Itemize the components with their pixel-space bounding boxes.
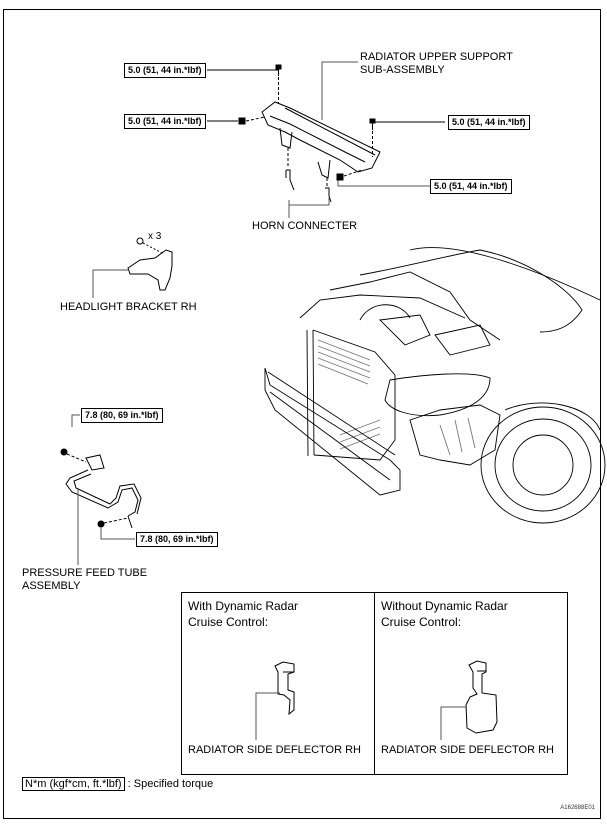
headlight-bracket-label: HEADLIGHT BRACKET RH: [60, 301, 197, 313]
dashed-line: [343, 169, 363, 177]
torque-callout: 7.8 (80, 69 in.*lbf): [136, 532, 218, 547]
leader-line: [92, 269, 128, 298]
diagram-frame: [3, 9, 601, 819]
radiator-upper-support-label: RADIATOR UPPER SUPPORT SUB-ASSEMBLY: [360, 51, 513, 77]
torque-callout: 5.0 (51, 44 in.*lbf): [430, 179, 512, 194]
variant-with-radar: With Dynamic Radar Cruise Control: RADIA…: [181, 592, 375, 775]
variant-title: With Dynamic Radar Cruise Control:: [188, 598, 298, 630]
bolt-icon: [238, 117, 246, 125]
label-line: PRESSURE FEED TUBE: [22, 567, 148, 579]
leader-line: [321, 61, 358, 120]
bolt-icon: [275, 64, 282, 76]
legend-unit: N*m (kgf*cm, ft.*lbf): [22, 777, 125, 791]
torque-callout: 5.0 (51, 44 in.*lbf): [124, 63, 206, 78]
bolt-icon: [60, 448, 68, 456]
headlight-bracket-drawing: [127, 237, 173, 291]
torque-callout: 5.0 (51, 44 in.*lbf): [124, 114, 206, 129]
leader-line: [255, 692, 280, 740]
deflector-with-radar-drawing: [274, 661, 295, 716]
pressure-feed-tube-drawing: [65, 454, 142, 529]
dashed-line: [66, 453, 87, 463]
deflector-without-radar-drawing: [465, 660, 498, 734]
torque-legend: N*m (kgf*cm, ft.*lbf) : Specified torque: [22, 777, 213, 791]
legend-meaning: : Specified torque: [127, 778, 214, 790]
leader-line: [288, 198, 330, 206]
torque-callout: 7.8 (80, 69 in.*lbf): [81, 408, 163, 423]
horn-connecter-label: HORN CONNECTER: [252, 220, 358, 232]
bolt-icon: [97, 520, 105, 528]
label-line: SUB-ASSEMBLY: [360, 64, 445, 76]
bracket-quantity: x 3: [148, 231, 162, 242]
horn-connecter-drawing: [285, 148, 332, 203]
title-line: With Dynamic Radar: [188, 599, 299, 613]
pressure-feed-tube-label: PRESSURE FEED TUBE ASSEMBLY: [22, 567, 147, 593]
bolt-icon: [336, 173, 344, 181]
radiator-upper-support-drawing: [261, 101, 381, 179]
reference-code: A162688E01: [560, 805, 595, 811]
leader-line: [100, 527, 135, 540]
deflector-label: RADIATOR SIDE DEFLECTOR RH: [381, 744, 554, 756]
variant-title: Without Dynamic Radar Cruise Control:: [381, 598, 508, 630]
vehicle-front-drawing: [264, 247, 606, 524]
title-line: Without Dynamic Radar: [381, 599, 508, 613]
label-line: ASSEMBLY: [22, 580, 81, 592]
dashed-line: [103, 517, 129, 524]
dashed-line: [245, 116, 266, 122]
leader-line: [440, 706, 466, 740]
bolt-icon: [369, 118, 376, 130]
leader-line: [71, 414, 74, 427]
title-line: Cruise Control:: [188, 615, 269, 629]
variant-without-radar: Without Dynamic Radar Cruise Control: RA…: [374, 592, 568, 775]
title-line: Cruise Control:: [381, 615, 462, 629]
deflector-label: RADIATOR SIDE DEFLECTOR RH: [188, 744, 361, 756]
torque-callout: 5.0 (51, 44 in.*lbf): [448, 115, 530, 130]
label-line: RADIATOR UPPER SUPPORT: [360, 51, 513, 63]
